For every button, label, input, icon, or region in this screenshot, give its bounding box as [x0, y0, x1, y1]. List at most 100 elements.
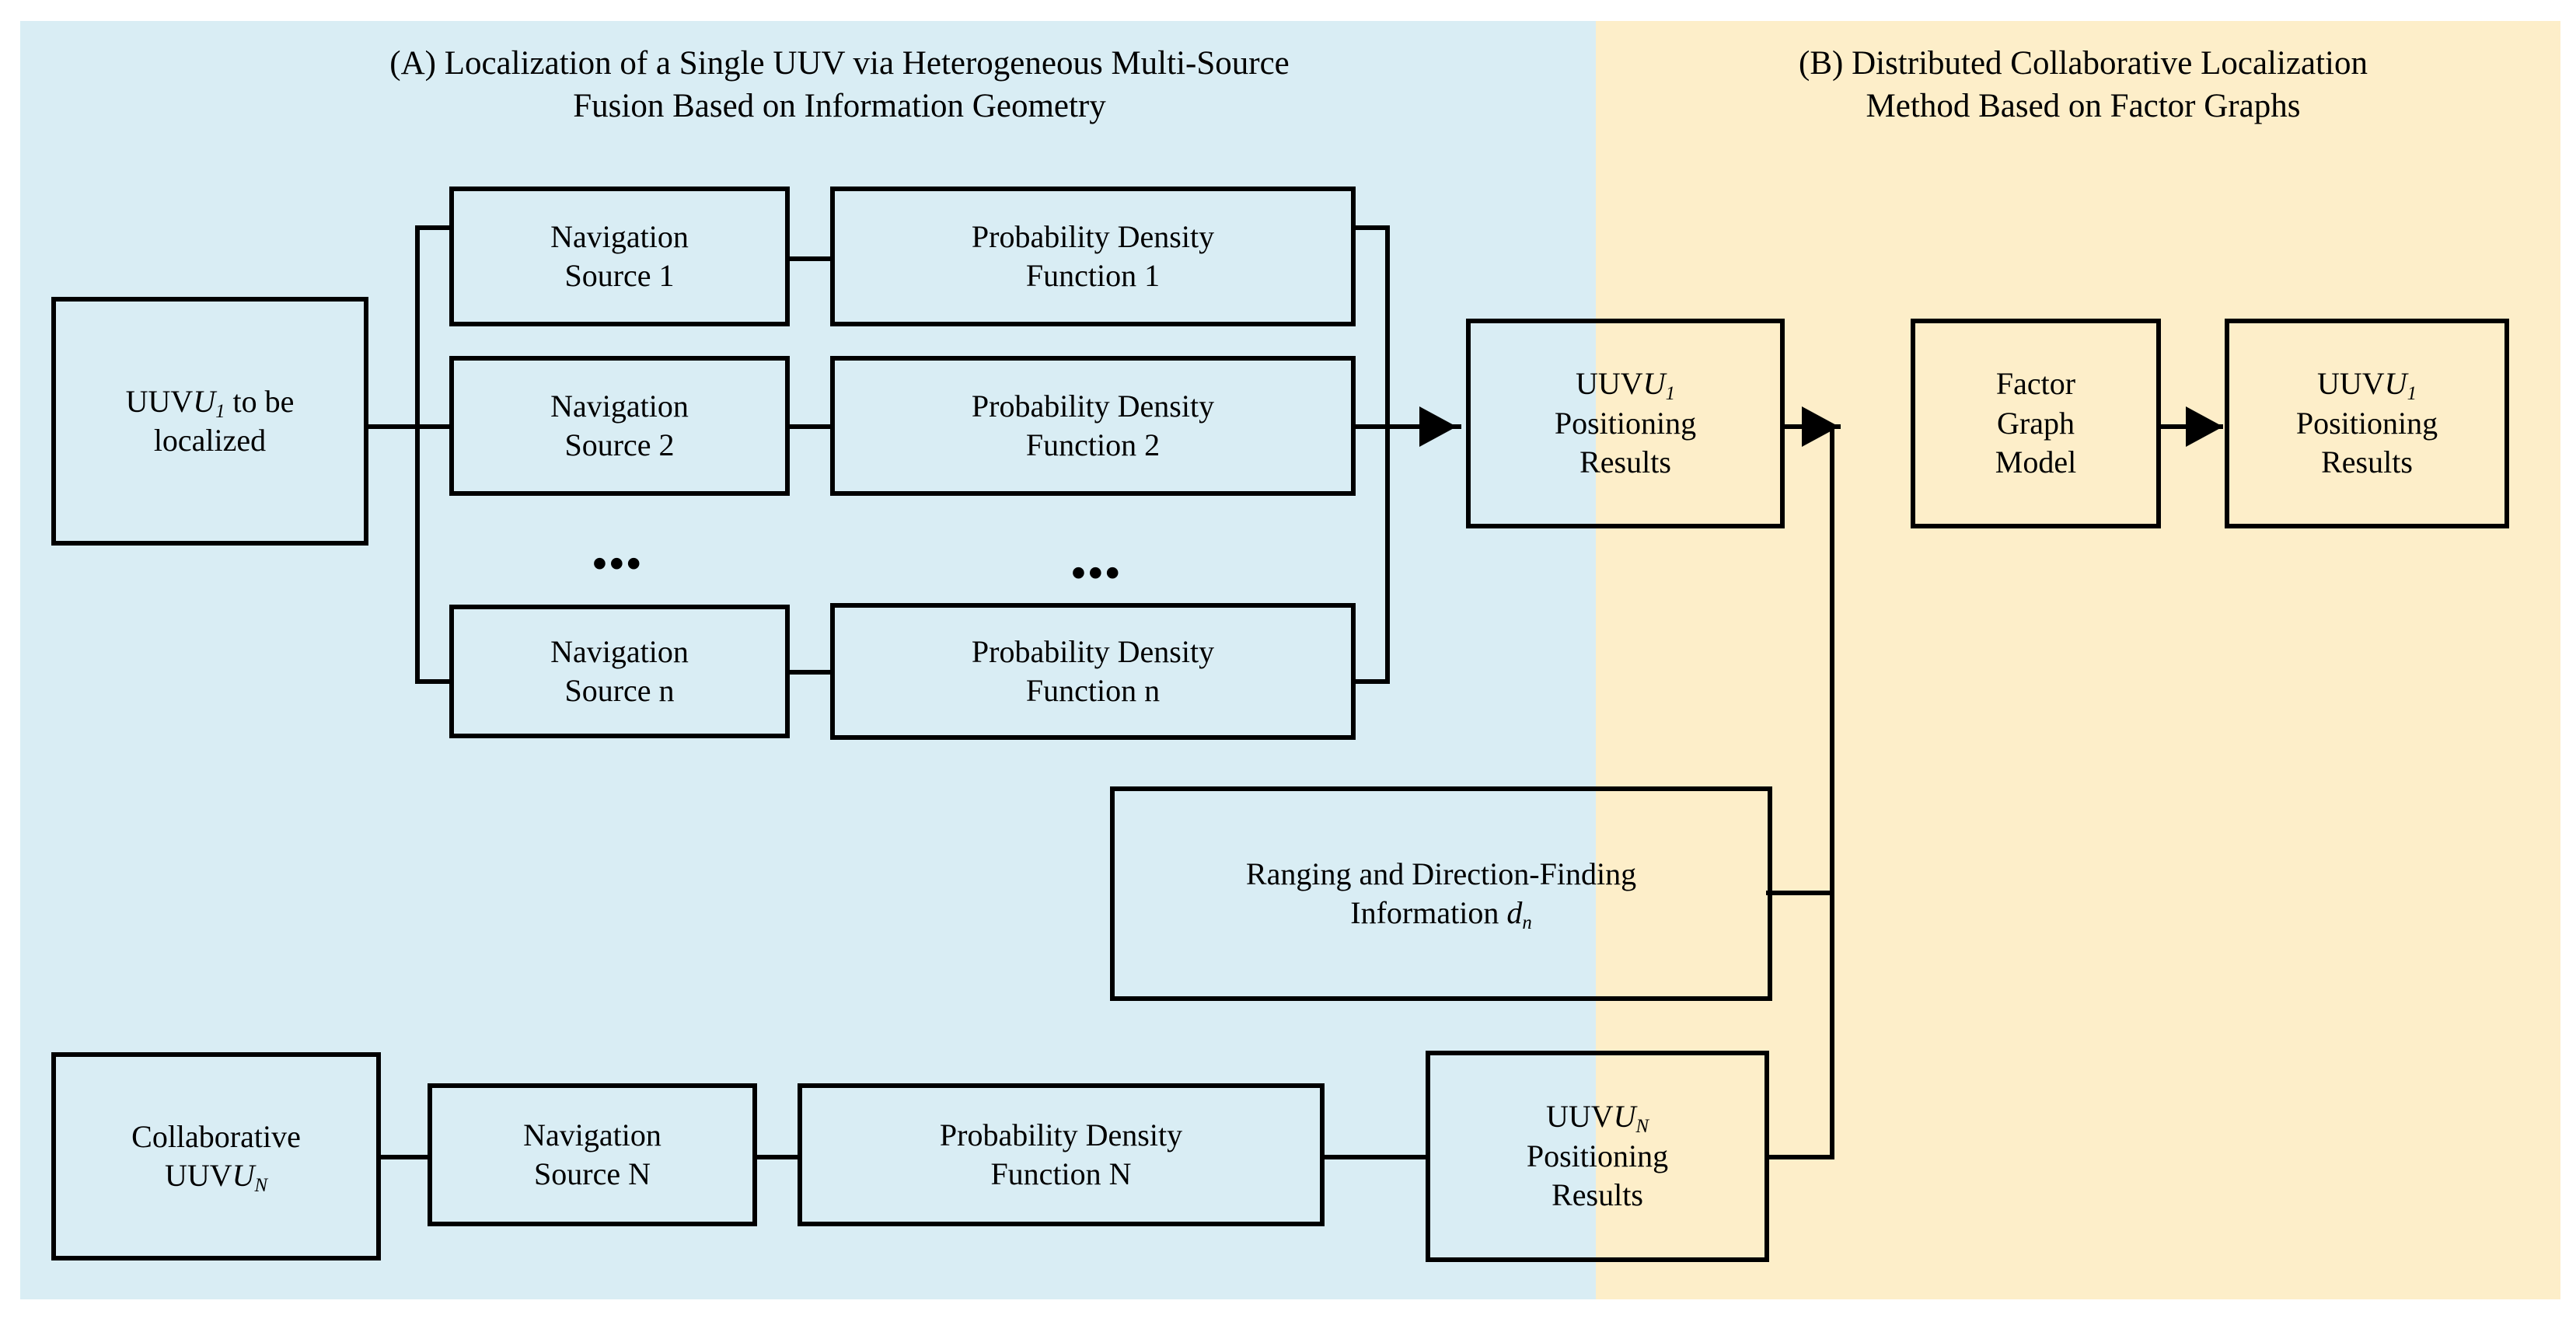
- connector-nav1-to-pdf1: [787, 256, 833, 261]
- panel-b-title: (B) Distributed Collaborative Localizati…: [1799, 45, 2368, 124]
- fgm-line3: Model: [1995, 445, 2077, 480]
- panel-b-background: [1596, 21, 2560, 1299]
- ranging-info-symbol: d: [1506, 895, 1523, 930]
- uuv-target-line2: localized: [153, 423, 267, 458]
- connector-navN-to-pdfN: [752, 1155, 799, 1159]
- uuv-target-subscript: 1: [215, 400, 225, 422]
- pos-u1-fused-pre: UUV: [1576, 366, 1643, 402]
- connector-right-bus: [1385, 225, 1390, 684]
- connector-collab-bus: [1830, 424, 1834, 1159]
- nav-source-1-line1: Navigation: [550, 218, 689, 254]
- pos-u1-final-pre: UUV: [2317, 366, 2385, 402]
- collab-uuv-subscript: N: [254, 1174, 268, 1196]
- arrowhead-into-final-results: [2186, 406, 2223, 447]
- ellipsis-pdf-column: •••: [1071, 549, 1122, 596]
- nav-source-n-line2: Source n: [564, 673, 675, 708]
- pdf-N-line1: Probability Density: [939, 1117, 1183, 1152]
- connector-left-bus: [415, 225, 420, 684]
- nav-source-2-line2: Source 2: [564, 427, 675, 462]
- nav-source-n-line1: Navigation: [550, 633, 689, 669]
- pos-u1-fused-symbol: U: [1642, 366, 1666, 402]
- uuv-target-line1-pre: UUV: [125, 383, 194, 419]
- pdf-n-line1: Probability Density: [971, 633, 1215, 669]
- pos-u1-final-line3: Results: [2321, 445, 2413, 480]
- connector-uuv-to-bus: [365, 424, 420, 429]
- pos-uN-pre: UUV: [1545, 1099, 1614, 1135]
- connector-ranging-to-bus: [1766, 891, 1834, 895]
- nav-source-N-line1: Navigation: [523, 1117, 661, 1152]
- connector-collabuuv-to-navN: [381, 1155, 429, 1159]
- pos-uN-subscript: N: [1635, 1116, 1649, 1138]
- pos-uN-line3: Results: [1552, 1177, 1643, 1213]
- connector-pdfn-to-bus: [1353, 679, 1390, 684]
- uuv-target-symbol: U: [193, 383, 216, 419]
- box-uuv-target-label: UUVU1 to be localized: [120, 382, 301, 461]
- ellipsis-nav-column: •••: [592, 540, 644, 587]
- connector-pdfN-to-results: [1321, 1155, 1426, 1159]
- uuv-target-line1-post: to be: [225, 383, 295, 419]
- connector-uN-results-to-bus: [1766, 1155, 1834, 1159]
- nav-source-2-line1: Navigation: [550, 388, 689, 424]
- pos-uN-symbol: U: [1613, 1099, 1636, 1135]
- box-uuv-target[interactable]: UUVU1 to be localized: [51, 297, 368, 546]
- pdf-1-line1: Probability Density: [971, 218, 1215, 254]
- nav-source-N-line2: Source N: [534, 1156, 651, 1191]
- pdf-2-line1: Probability Density: [971, 388, 1215, 424]
- connector-navn-to-pdfn: [787, 670, 833, 675]
- connector-bus-to-nav1: [415, 225, 452, 230]
- pdf-N-line2: Function N: [990, 1156, 1132, 1191]
- pos-u1-final-line2: Positioning: [2295, 405, 2438, 441]
- pos-u1-fused-line2: Positioning: [1554, 405, 1697, 441]
- connector-bus-to-navn: [415, 679, 452, 684]
- panel-a-title: (A) Localization of a Single UUV via Het…: [389, 45, 1290, 124]
- connector-pdf2-to-bus: [1353, 424, 1390, 429]
- connector-nav2-to-pdf2: [787, 424, 833, 429]
- connector-pdf1-to-bus: [1353, 225, 1390, 230]
- fgm-line1: Factor: [1995, 366, 2076, 402]
- arrowhead-into-positioning-u1: [1419, 406, 1457, 447]
- collab-uuv-symbol: U: [232, 1158, 255, 1193]
- ranging-info-line1: Ranging and Direction-Finding: [1245, 856, 1637, 891]
- collab-uuv-line2-pre: UUV: [164, 1158, 232, 1193]
- pdf-2-line2: Function 2: [1025, 427, 1161, 462]
- pos-u1-final-symbol: U: [2384, 366, 2407, 402]
- fgm-line2: Graph: [1997, 405, 2075, 441]
- connector-bus-to-nav2: [415, 424, 452, 429]
- nav-source-1-line2: Source 1: [564, 258, 675, 293]
- ranging-info-line2-pre: Information: [1350, 895, 1507, 930]
- pdf-1-line2: Function 1: [1025, 258, 1161, 293]
- pos-u1-fused-line3: Results: [1579, 445, 1671, 480]
- pos-uN-line2: Positioning: [1526, 1138, 1669, 1173]
- ranging-info-subscript: n: [1522, 912, 1532, 933]
- pos-u1-fused-subscript: 1: [1665, 383, 1675, 405]
